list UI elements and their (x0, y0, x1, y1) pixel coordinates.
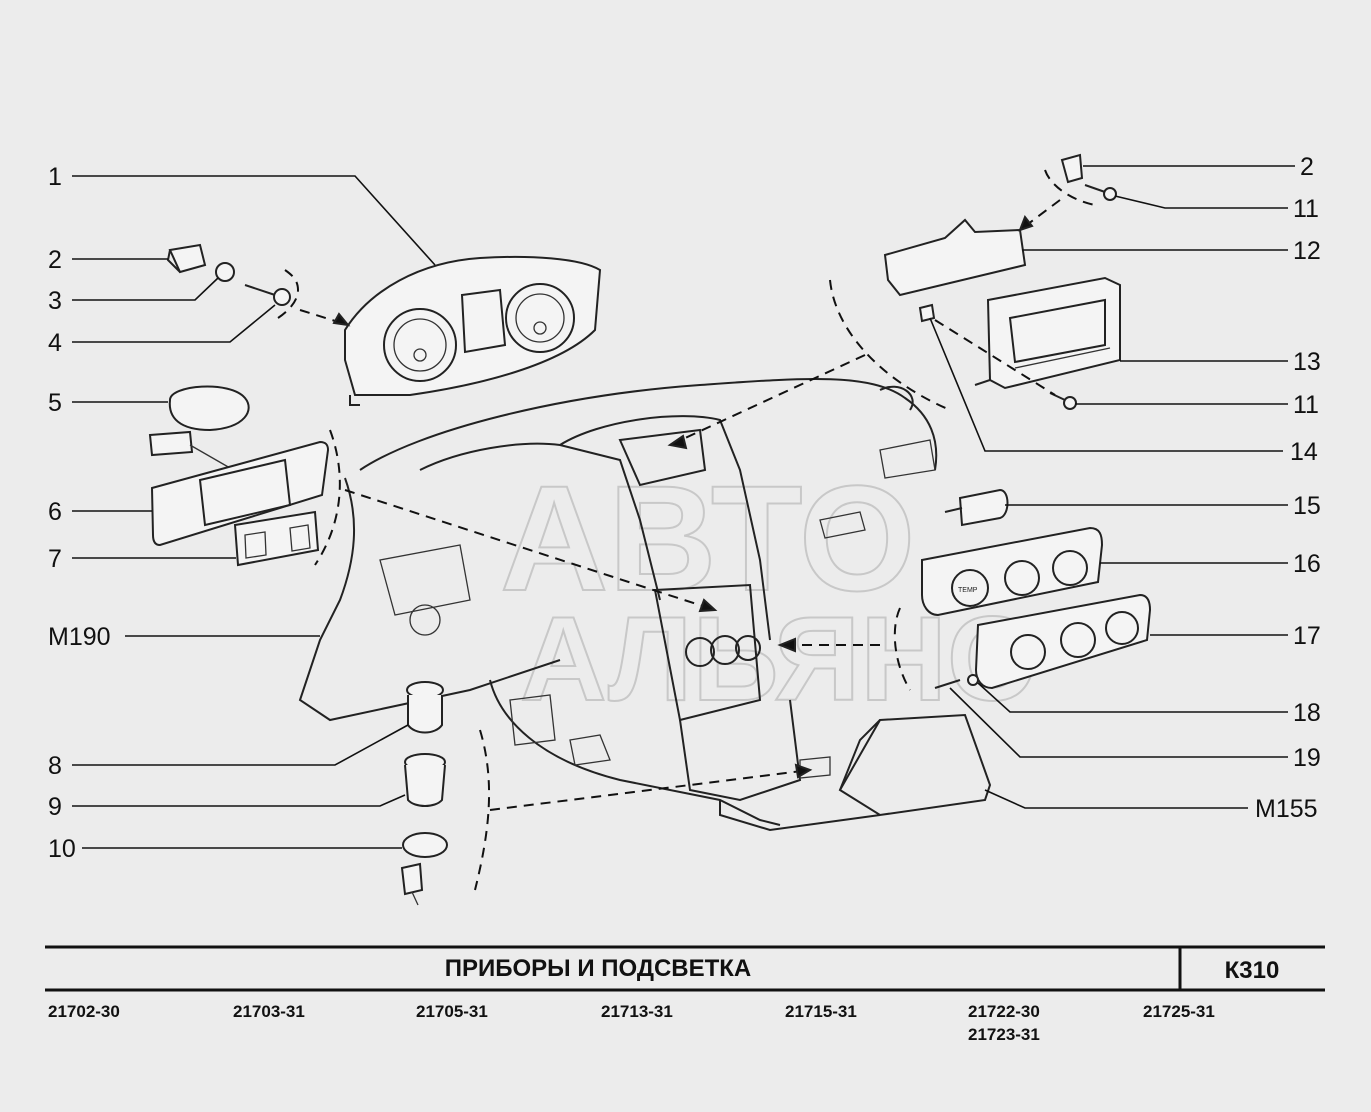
callout-12: 12 (1293, 237, 1321, 265)
callout-11-top: 11 (1293, 195, 1319, 223)
model-code: 21705-31 (416, 1002, 488, 1021)
leader-lines (72, 165, 1295, 849)
small-clip (918, 303, 936, 323)
callout-14: 14 (1290, 438, 1318, 466)
callout-11-bottom: 11 (1293, 391, 1319, 419)
display-bracket (883, 218, 1027, 297)
callout-4: 4 (48, 329, 62, 357)
model-code: 21703-31 (233, 1002, 305, 1021)
nut-icon (215, 262, 235, 282)
callout-18: 18 (1293, 699, 1321, 727)
bracket-clip-right (1060, 153, 1084, 184)
callout-9: 9 (48, 793, 62, 821)
callout-10: 10 (48, 835, 76, 863)
screw-icon (934, 679, 961, 689)
lamp-cover (168, 385, 250, 432)
screw-icon (244, 284, 291, 306)
screw-icon (1084, 184, 1117, 201)
heater-control-panel: TEMP (921, 526, 1104, 617)
callout-1: 1 (48, 163, 62, 191)
callout-m190: M190 (48, 623, 111, 651)
callout-13: 13 (1293, 348, 1321, 376)
model-code: 21722-30 (968, 1002, 1040, 1021)
lighter-ring-lamp (400, 832, 448, 906)
lamp-icon (944, 488, 1009, 527)
connector-icon (148, 430, 194, 457)
callout-3: 3 (48, 287, 62, 315)
assembly-lines (277, 169, 1096, 891)
display-unit (974, 276, 1121, 390)
callout-m155: M155 (1255, 795, 1318, 823)
title-block: ПРИБОРЫ И ПОДСВЕТКА К310 21702-30 21703-… (45, 945, 1325, 1044)
model-code: 21725-31 (1143, 1002, 1215, 1021)
temp-label: TEMP (958, 587, 978, 594)
callout-6: 6 (48, 498, 62, 526)
drawing-title: ПРИБОРЫ И ПОДСВЕТКА (445, 955, 752, 982)
model-code: 21713-31 (601, 1002, 673, 1021)
model-code: 21702-30 (48, 1002, 120, 1021)
switch-panel (233, 510, 320, 567)
watermark-line1: АВТО (500, 454, 916, 622)
callout-7: 7 (48, 545, 62, 573)
lighter-socket (404, 753, 446, 807)
callout-2-right: 2 (1300, 153, 1314, 181)
washer-icon (967, 674, 979, 686)
callout-19: 19 (1293, 744, 1321, 772)
model-code: 21715-31 (785, 1002, 857, 1021)
bracket-clip-left (166, 243, 207, 274)
model-code: 21723-31 (968, 1025, 1040, 1044)
callout-labels: 1 2 3 4 5 6 7 M190 8 9 10 2 11 12 13 11 … (48, 153, 1321, 863)
callout-16: 16 (1293, 550, 1321, 578)
callout-8: 8 (48, 752, 62, 780)
callout-5: 5 (48, 389, 62, 417)
courtesy-light-housing (150, 440, 330, 547)
instrument-cluster (344, 255, 602, 406)
callout-15: 15 (1293, 492, 1321, 520)
drawing-code: К310 (1225, 957, 1280, 984)
callout-2-left: 2 (48, 246, 62, 274)
dashboard-illustration (298, 378, 992, 832)
cigarette-lighter (406, 681, 444, 734)
callout-17: 17 (1293, 622, 1321, 650)
